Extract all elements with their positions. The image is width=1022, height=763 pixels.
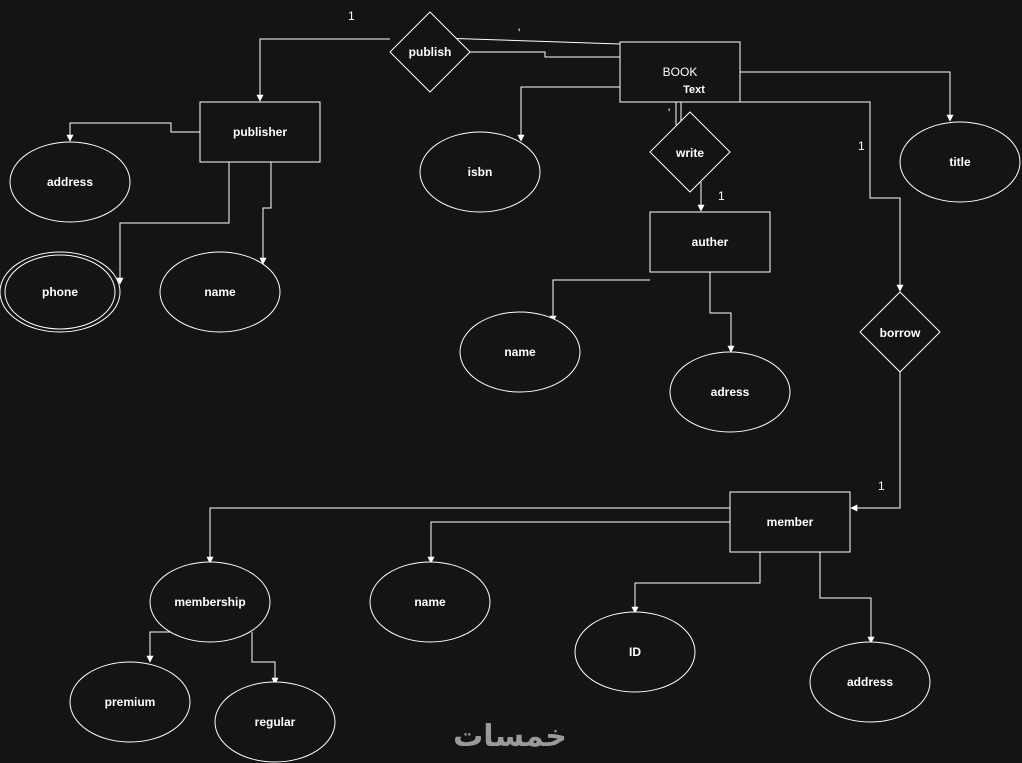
cardinality-publish-left: 1 — [348, 9, 355, 23]
relationship-borrow-label: borrow — [880, 326, 921, 340]
cardinality-publish-right: ' — [518, 26, 520, 40]
attribute-publisher-name[interactable]: name — [159, 251, 281, 333]
attribute-membership-premium[interactable]: premium — [69, 661, 191, 743]
entity-auther-label: auther — [692, 235, 729, 249]
cardinality-borrow-top: 1 — [858, 139, 865, 153]
edge-member-to-id — [631, 552, 761, 614]
entity-book-text-tag: Text — [683, 84, 705, 96]
edge-publisher-to-name — [259, 162, 272, 265]
attribute-membership-premium-label: premium — [105, 695, 156, 709]
attribute-auther-name[interactable]: name — [459, 311, 581, 393]
attribute-auther-name-label: name — [504, 345, 536, 359]
edge-publish-to-book — [470, 51, 620, 58]
relationship-write-label: write — [675, 146, 704, 160]
connectors — [66, 37, 954, 685]
edge-publish-to-book-top — [439, 37, 621, 45]
attribute-publisher-name-label: name — [204, 285, 236, 299]
cardinality-labels: 1 ' ' 1 1 1 — [348, 9, 885, 493]
entity-book[interactable]: BOOK Text — [619, 41, 741, 103]
entity-member[interactable]: member — [729, 491, 851, 553]
attribute-publisher-address-label: address — [47, 175, 93, 189]
attribute-member-membership[interactable]: membership — [149, 561, 271, 643]
edge-book-to-borrow — [740, 101, 904, 292]
cardinality-write-bottom: 1 — [718, 189, 725, 203]
attribute-member-address-label: address — [847, 675, 893, 689]
edge-member-to-name — [427, 521, 730, 564]
attribute-member-id[interactable]: ID — [574, 611, 696, 693]
edge-publisher-to-phone — [116, 162, 230, 285]
relationship-write[interactable]: write — [649, 111, 731, 193]
attribute-membership-regular[interactable]: regular — [214, 681, 336, 763]
edge-borrow-to-member — [850, 372, 901, 512]
attribute-book-title[interactable]: title — [899, 121, 1021, 203]
attribute-book-isbn-label: isbn — [468, 165, 493, 179]
edge-auther-to-adress — [709, 272, 735, 353]
edge-book-to-title — [740, 71, 954, 122]
cardinality-borrow-bottom: 1 — [878, 479, 885, 493]
entity-publisher[interactable]: publisher — [199, 101, 321, 163]
watermark-logo: خمسات — [453, 719, 567, 754]
edge-membership-to-regular — [251, 632, 279, 685]
attribute-member-id-label: ID — [629, 645, 641, 659]
attribute-book-title-label: title — [949, 155, 971, 169]
attribute-member-membership-label: membership — [174, 595, 245, 609]
attribute-member-address[interactable]: address — [809, 641, 931, 723]
edge-publish-to-publisher — [256, 38, 390, 102]
attribute-auther-adress-label: adress — [711, 385, 750, 399]
relationship-borrow[interactable]: borrow — [859, 291, 941, 373]
relationship-publish-label: publish — [409, 45, 452, 59]
edge-book-to-isbn — [517, 86, 620, 142]
attribute-publisher-address[interactable]: address — [9, 141, 131, 223]
entity-publisher-label: publisher — [233, 125, 287, 139]
attribute-member-name[interactable]: name — [369, 561, 491, 643]
entity-auther[interactable]: auther — [649, 211, 771, 273]
attribute-publisher-phone[interactable]: phone — [0, 251, 121, 333]
edge-member-to-membership — [206, 507, 730, 564]
relationship-publish[interactable]: publish — [389, 11, 471, 93]
attribute-publisher-phone-label: phone — [42, 285, 78, 299]
attribute-auther-adress[interactable]: adress — [669, 351, 791, 433]
edge-auther-to-name — [549, 279, 650, 323]
entity-member-label: member — [767, 515, 814, 529]
attribute-member-name-label: name — [414, 595, 446, 609]
edge-member-to-address — [819, 552, 875, 644]
attribute-membership-regular-label: regular — [255, 715, 296, 729]
cardinality-write-top: ' — [668, 106, 670, 120]
entity-book-label: BOOK — [663, 65, 698, 79]
attribute-book-isbn[interactable]: isbn — [419, 131, 541, 213]
edge-membership-to-premium — [146, 631, 170, 663]
edge-publisher-to-address — [66, 122, 200, 142]
